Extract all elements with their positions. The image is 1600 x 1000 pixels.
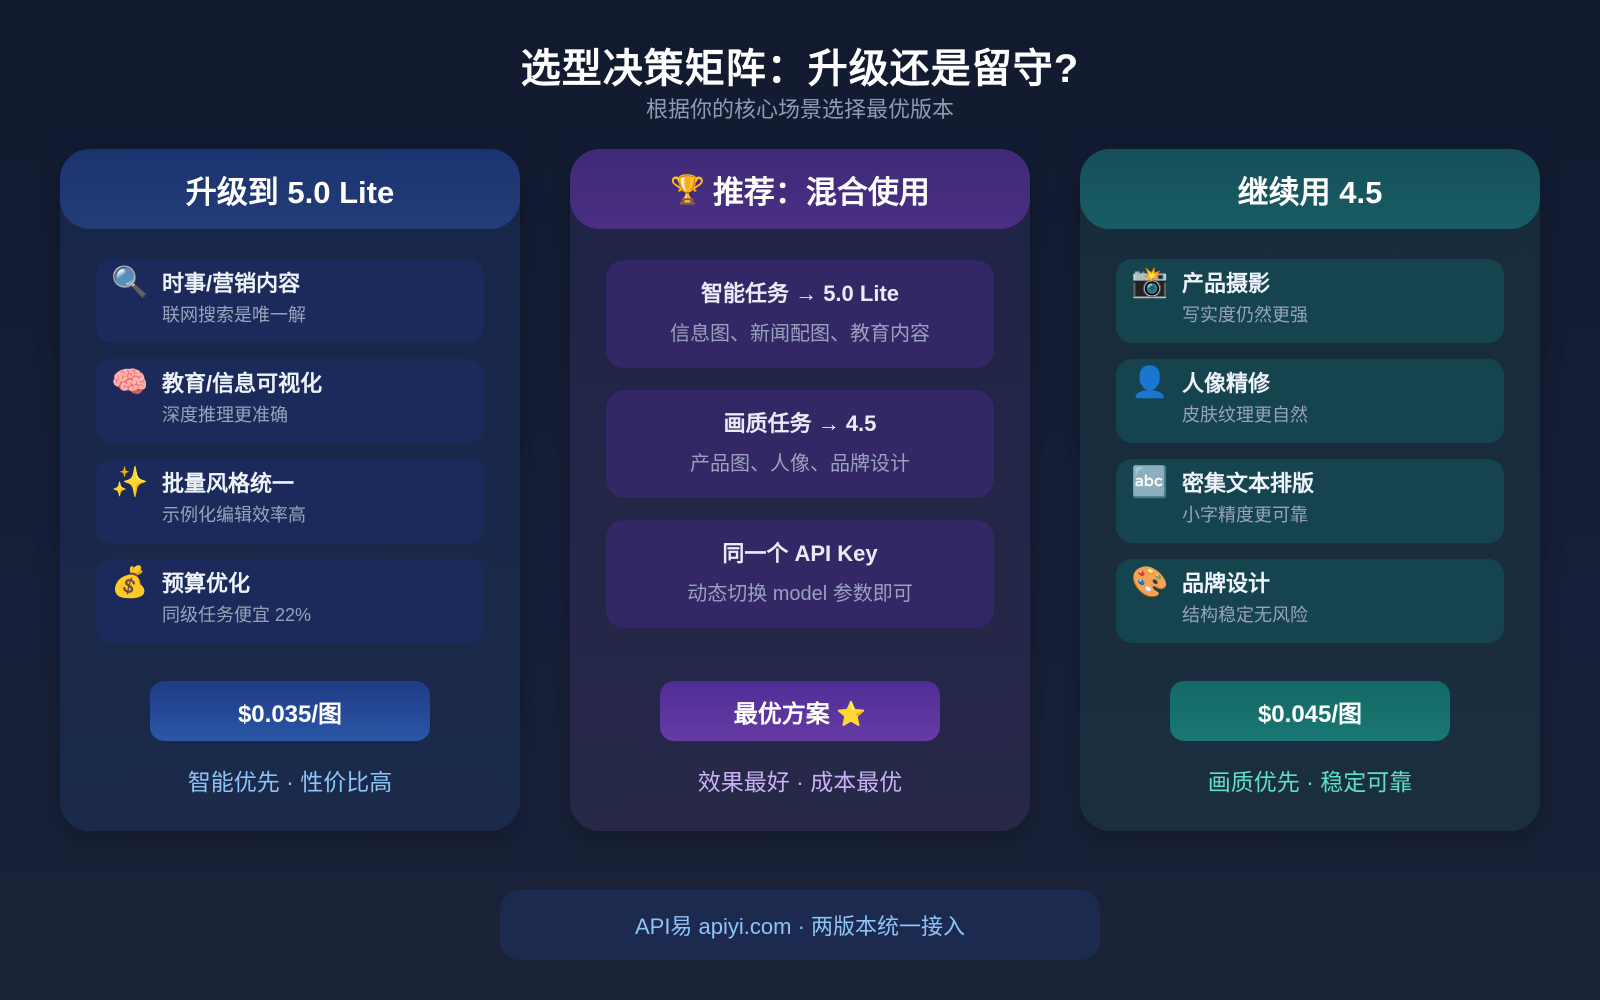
price-badge-upgrade: $0.035/图 [150,681,430,741]
list-item: 🧠 教育/信息可视化 深度推理更准确 [96,359,484,443]
item-desc: 写实度仍然更强 [1182,305,1308,325]
upgrade-item-list: 🔍 时事/营销内容 联网搜索是唯一解 🧠 教育/信息可视化 深度推理更准确 ✨ … [60,229,520,643]
item-title: 智能任务 → 5.0 Lite [700,281,900,306]
item-title: 品牌设计 [1182,571,1271,596]
column-mixed-title: 推荐：混合使用 [712,174,930,210]
item-title: 预算优化 [162,571,251,596]
item-title: 产品摄影 [1182,271,1271,296]
column-stay-title: 继续用 4.5 [1237,174,1383,210]
footer-banner: API易 apiyi.com · 两版本统一接入 [500,890,1100,960]
sparkles-icon: ✨ [111,466,149,499]
column-upgrade-header: 升级到 5.0 Lite [60,149,520,229]
column-upgrade: 升级到 5.0 Lite 🔍 时事/营销内容 联网搜索是唯一解 🧠 教育/信息可… [60,149,520,831]
stay-item-list: 📸 产品摄影 写实度仍然更强 👤 人像精修 皮肤纹理更自然 🔤 密集文本排版 小… [1080,229,1540,643]
person-silhouette-icon: 👤 [1131,366,1169,399]
column-mixed: 🏆 推荐：混合使用 智能任务 → 5.0 Lite 信息图、新闻配图、教育内容 … [570,149,1030,831]
item-desc: 联网搜索是唯一解 [162,305,306,325]
list-item: 智能任务 → 5.0 Lite 信息图、新闻配图、教育内容 [606,260,994,368]
tagline-upgrade: 智能优先 · 性价比高 [187,769,393,795]
page-subtitle: 根据你的核心场景选择最优版本 [645,97,954,122]
item-desc: 示例化编辑效率高 [162,505,306,525]
item-title: 密集文本排版 [1182,471,1315,496]
item-desc: 产品图、人像、品牌设计 [690,453,910,475]
palette-icon: 🎨 [1131,566,1169,599]
list-item: 🎨 品牌设计 结构稳定无风险 [1116,559,1504,643]
camera-flash-icon: 📸 [1131,266,1169,299]
list-item: 🔍 时事/营销内容 联网搜索是唯一解 [96,259,484,343]
item-desc: 皮肤纹理更自然 [1182,405,1308,425]
column-stay-header: 继续用 4.5 [1080,149,1540,229]
item-desc: 小字精度更可靠 [1182,505,1308,525]
brain-icon: 🧠 [111,366,149,399]
item-title: 人像精修 [1182,371,1271,396]
item-desc: 深度推理更准确 [162,405,288,425]
list-item: 画质任务 → 4.5 产品图、人像、品牌设计 [606,390,994,498]
item-title: 同一个 API Key [722,541,878,566]
tagline-stay: 画质优先 · 稳定可靠 [1207,769,1413,795]
list-item: 📸 产品摄影 写实度仍然更强 [1116,259,1504,343]
item-title: 时事/营销内容 [162,271,301,296]
column-mixed-header: 🏆 推荐：混合使用 [570,149,1030,229]
list-item: 💰 预算优化 同级任务便宜 22% [96,559,484,643]
column-stay: 继续用 4.5 📸 产品摄影 写实度仍然更强 👤 人像精修 皮肤纹理更自然 🔤 … [1080,149,1540,831]
page-title: 选型决策矩阵：升级还是留守? [520,47,1080,91]
item-desc: 信息图、新闻配图、教育内容 [670,323,930,345]
magnifier-icon: 🔍 [111,266,149,299]
money-bag-icon: 💰 [111,566,149,599]
list-item: 🔤 密集文本排版 小字精度更可靠 [1116,459,1504,543]
price-badge-stay: $0.045/图 [1170,681,1450,741]
item-title: 教育/信息可视化 [162,371,323,396]
abc-icon: 🔤 [1131,466,1169,499]
mixed-item-list: 智能任务 → 5.0 Lite 信息图、新闻配图、教育内容 画质任务 → 4.5… [570,229,1030,628]
best-plan-badge: 最优方案 ⭐ [660,681,940,741]
item-desc: 结构稳定无风险 [1182,605,1308,625]
item-title: 画质任务 → 4.5 [723,411,877,436]
column-upgrade-title: 升级到 5.0 Lite [185,174,395,210]
item-title: 批量风格统一 [162,471,295,496]
list-item: 同一个 API Key 动态切换 model 参数即可 [606,520,994,628]
list-item: ✨ 批量风格统一 示例化编辑效率高 [96,459,484,543]
tagline-mixed: 效果最好 · 成本最优 [697,769,903,795]
trophy-icon: 🏆 [670,173,705,205]
list-item: 👤 人像精修 皮肤纹理更自然 [1116,359,1504,443]
footer-text: API易 apiyi.com · 两版本统一接入 [634,914,966,939]
item-desc: 同级任务便宜 22% [162,605,312,625]
item-desc: 动态切换 model 参数即可 [687,583,913,605]
